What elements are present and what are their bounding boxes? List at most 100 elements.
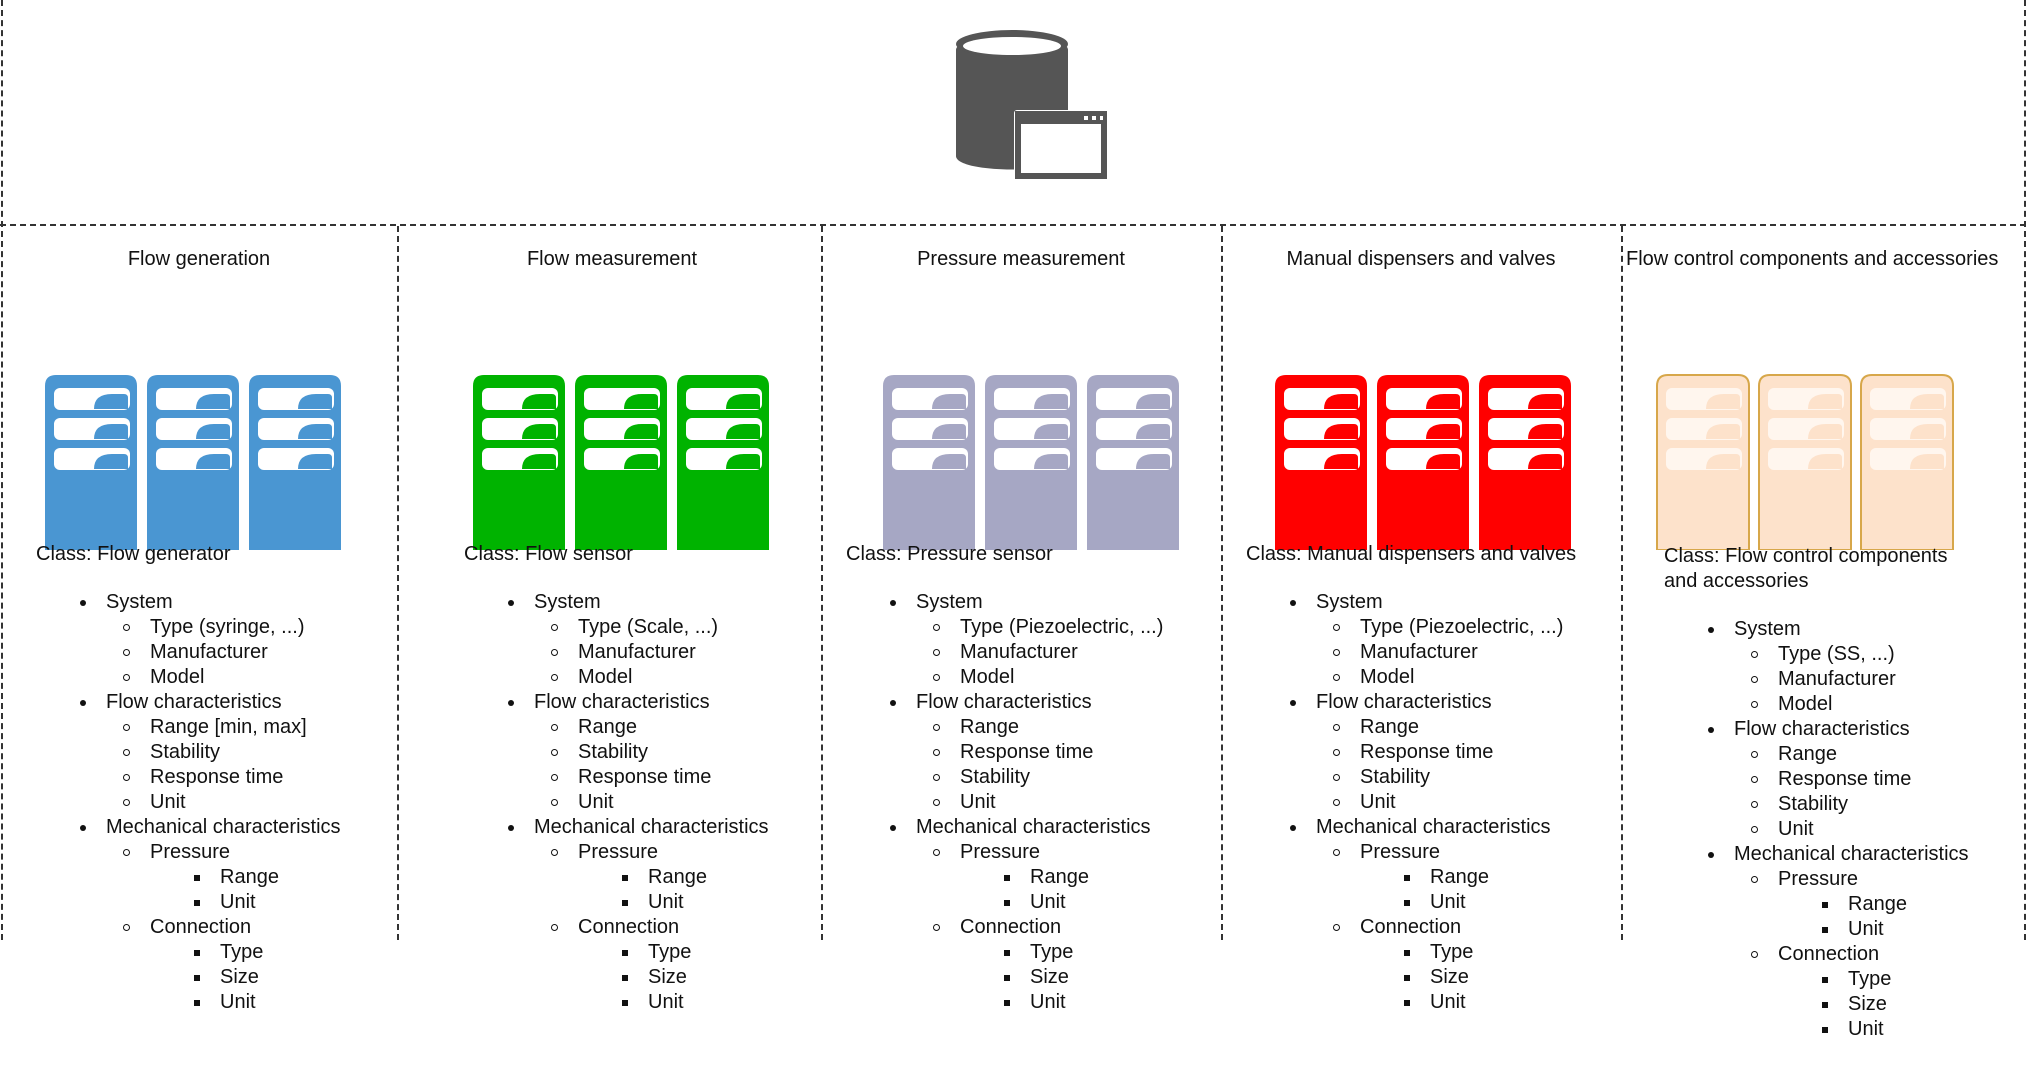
list-subsubitem: Unit	[508, 990, 769, 1015]
column-flow-control: Flow control components and accessories …	[1622, 226, 2020, 1040]
list-subitem: Unit	[508, 790, 769, 815]
list-subitem: Stability	[890, 765, 1163, 790]
list-subitem: Stability	[508, 740, 769, 765]
list-subitem: Type (SS, ...)	[1708, 642, 1969, 667]
list-subitem: Model	[890, 665, 1163, 690]
list-subitem: Manufacturer	[1708, 667, 1969, 692]
list-subitem: Unit	[1290, 790, 1563, 815]
list-subsubitem: Range	[80, 865, 341, 890]
class-label: Class: Flow sensor	[464, 543, 633, 565]
list-subsubitem: Size	[1708, 992, 1969, 1017]
list-item-flow-characteristics: Flow characteristics	[1290, 690, 1563, 715]
list-subitem: Type (Piezoelectric, ...)	[890, 615, 1163, 640]
list-subitem-connection: Connection	[890, 915, 1163, 940]
list-subitem-pressure: Pressure	[1290, 840, 1563, 865]
list-subitem: Response time	[890, 740, 1163, 765]
list-item-mechanical-characteristics: Mechanical characteristics	[80, 815, 341, 840]
server-rack-icon	[473, 375, 565, 550]
class-label: Class: Pressure sensor	[846, 543, 1053, 565]
list-subitem: Range	[890, 715, 1163, 740]
list-item-mechanical-characteristics: Mechanical characteristics	[1290, 815, 1563, 840]
server-rack-icon	[1860, 374, 1954, 550]
list-subsubitem: Range	[890, 865, 1163, 890]
list-subitem-pressure: Pressure	[890, 840, 1163, 865]
list-subsubitem: Unit	[890, 890, 1163, 915]
list-item-system: System	[890, 590, 1163, 615]
list-subitem: Model	[508, 665, 769, 690]
column-divider	[1221, 226, 1223, 940]
list-subitem: Type (Piezoelectric, ...)	[1290, 615, 1563, 640]
list-item-system: System	[1290, 590, 1563, 615]
list-subsubitem: Range	[1708, 892, 1969, 917]
list-item-flow-characteristics: Flow characteristics	[80, 690, 341, 715]
list-item-flow-characteristics: Flow characteristics	[890, 690, 1163, 715]
column-flow-generation: Flow generation Class: Flow generator Sy…	[0, 226, 398, 1026]
list-subitem: Model	[1290, 665, 1563, 690]
list-subsubitem: Unit	[1290, 990, 1563, 1015]
list-subsubitem: Unit	[80, 890, 341, 915]
server-rack-icon	[249, 375, 341, 550]
class-label: Class: Flow control components and acces…	[1664, 544, 1947, 594]
list-subitem: Range [min, max]	[80, 715, 341, 740]
list-item-mechanical-characteristics: Mechanical characteristics	[1708, 842, 1969, 867]
list-subitem-pressure: Pressure	[80, 840, 341, 865]
list-subitem-connection: Connection	[1708, 942, 1969, 967]
server-rack-icon	[1656, 374, 1750, 550]
column-title: Pressure measurement	[917, 248, 1125, 270]
server-rack-icon	[1377, 375, 1469, 550]
column-title: Manual dispensers and valves	[1286, 248, 1556, 270]
list-subitem: Manufacturer	[890, 640, 1163, 665]
column-divider	[397, 226, 399, 940]
class-label: Class: Flow generator	[36, 543, 231, 565]
list-subsubitem: Type	[80, 940, 341, 965]
list-subitem: Manufacturer	[1290, 640, 1563, 665]
list-subsubitem: Type	[1708, 967, 1969, 992]
list-item-system: System	[80, 590, 341, 615]
list-subitem: Type (Scale, ...)	[508, 615, 769, 640]
list-subsubitem: Unit	[1708, 1017, 1969, 1042]
server-rack-icon	[575, 375, 667, 550]
server-rack-icon	[147, 375, 239, 550]
column-divider	[1621, 226, 1623, 940]
list-subsubitem: Size	[80, 965, 341, 990]
class-label-line: Class: Flow control components	[1664, 545, 1948, 567]
column-title: Flow control components and accessories	[1626, 248, 1999, 270]
list-subitem: Stability	[1708, 792, 1969, 817]
list-subsubitem: Unit	[1708, 917, 1969, 942]
server-rack-icon	[677, 375, 769, 550]
list-item-system: System	[508, 590, 769, 615]
list-subitem: Range	[1708, 742, 1969, 767]
list-subitem: Response time	[1290, 740, 1563, 765]
list-subsubitem: Unit	[1290, 890, 1563, 915]
list-subitem-pressure: Pressure	[1708, 867, 1969, 892]
database-window-icon	[956, 30, 1108, 180]
column-flow-measurement: Flow measurement Class: Flow sensor Syst…	[398, 226, 796, 1026]
list-subitem: Manufacturer	[80, 640, 341, 665]
list-item-mechanical-characteristics: Mechanical characteristics	[890, 815, 1163, 840]
list-item-mechanical-characteristics: Mechanical characteristics	[508, 815, 769, 840]
column-title: Flow generation	[127, 248, 271, 270]
class-label: Class: Manual dispensers and valves	[1246, 543, 1577, 565]
list-subitem: Response time	[508, 765, 769, 790]
list-subitem: Model	[80, 665, 341, 690]
class-label-line: and accessories	[1664, 570, 1809, 592]
list-subsubitem: Range	[1290, 865, 1563, 890]
list-subsubitem: Unit	[508, 890, 769, 915]
